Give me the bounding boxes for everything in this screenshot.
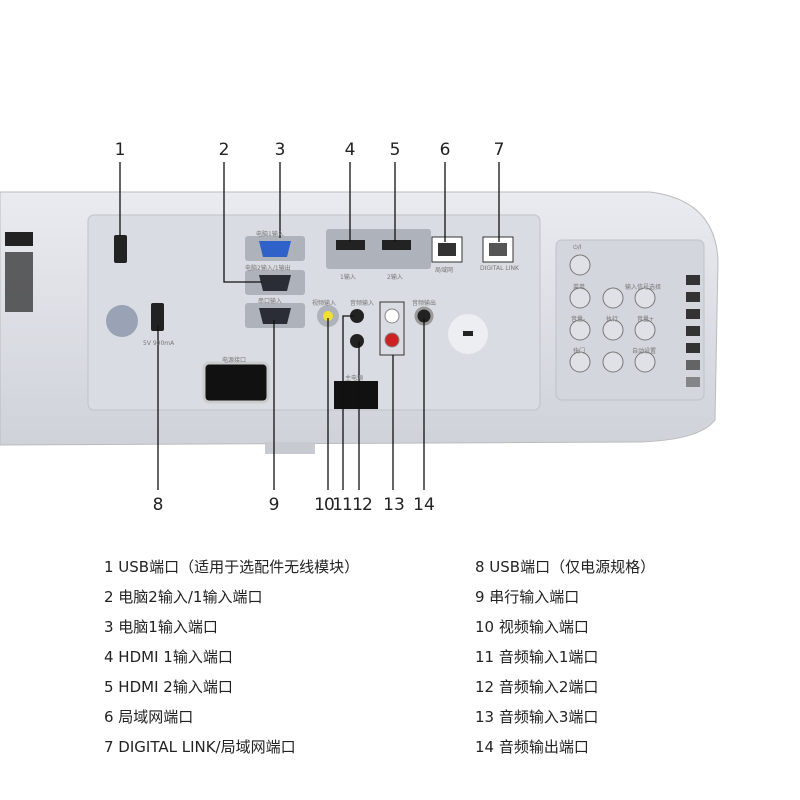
ir-sensor [106, 305, 138, 337]
legend-item: 10 视频输入端口 [475, 618, 589, 636]
callout-7: 7 [493, 140, 505, 160]
callout-11: 11 [332, 495, 353, 515]
legend-item: 3 电脑1输入端口 [104, 618, 218, 636]
callout-10: 10 [314, 495, 335, 515]
label-audio-out: 音频输出 [412, 300, 437, 307]
callout-5: 5 [389, 140, 401, 160]
btn-label-auto-setup: 自动设置 [632, 348, 657, 355]
audio-in-3-white [384, 308, 400, 324]
audio-in-2 [350, 334, 364, 348]
label-audio-in: 音频输入 [350, 300, 375, 307]
legend-item: 1 USB端口（适用于选配件无线模块） [104, 558, 360, 576]
hdmi-2 [382, 240, 411, 250]
legend-item: 6 局域网端口 [104, 708, 194, 726]
vent-left [5, 232, 33, 312]
legend-item: 4 HDMI 1输入端口 [104, 648, 233, 666]
label-lan: 局域网 [435, 267, 454, 274]
callout-6: 6 [439, 140, 451, 160]
vga-computer1 [259, 241, 291, 257]
label-serial: 串口输入 [258, 298, 283, 305]
callout-4: 4 [344, 140, 356, 160]
vent-right [686, 275, 700, 387]
vga-computer2 [259, 275, 291, 291]
callout-13: 13 [383, 495, 405, 515]
serial-port [259, 308, 291, 324]
label-power-inlet: 电源接口 [222, 357, 247, 364]
audio-in-1 [350, 309, 364, 323]
btn-label-enter: 执行 [606, 316, 619, 323]
label-digital-link: DIGITAL LINK [480, 265, 519, 272]
callout-8: 8 [152, 495, 164, 515]
legend-item: 11 音频输入1端口 [475, 648, 599, 666]
legend-item: 9 串行输入端口 [475, 588, 580, 606]
callout-2: 2 [218, 140, 230, 160]
callout-3: 3 [274, 140, 286, 160]
btn-label-input-select: 输入信号选择 [625, 284, 662, 291]
legend-item: 12 音频输入2端口 [475, 678, 599, 696]
callout-9: 9 [268, 495, 280, 515]
callout-12: 12 [352, 495, 373, 515]
legend-item: 14 音频输出端口 [475, 738, 589, 756]
label-computer1: 电脑1输入 [256, 231, 284, 238]
btn-label-vol-up: 音量+ [637, 316, 655, 323]
label-usb-power: 5V 900mA [143, 340, 175, 347]
main-power-switch [334, 381, 378, 409]
audio-in-3-red [384, 332, 400, 348]
btn-label-menu: 菜单 [573, 284, 586, 291]
leader-lines [119, 162, 500, 490]
label-video: 视频输入 [312, 300, 337, 307]
usb-port-8 [151, 303, 164, 331]
power-inlet [202, 361, 270, 404]
btn-label-vol-down: 音量- [571, 316, 586, 323]
legend-item: 13 音频输入3端口 [475, 708, 599, 726]
legend-item: 2 电脑2输入/1输入端口 [104, 588, 263, 606]
usb-port-1 [114, 235, 127, 263]
btn-label-power: ⏻/I [573, 244, 582, 251]
label-hdmi2: 2输入 [387, 274, 403, 281]
callout-14: 14 [413, 495, 435, 515]
control-buttons [569, 254, 656, 373]
callout-1: 1 [114, 140, 126, 160]
legend-item: 5 HDMI 2输入端口 [104, 678, 233, 696]
label-hdmi1: 1输入 [340, 274, 356, 281]
legend-item: 7 DIGITAL LINK/局域网端口 [104, 738, 296, 756]
hdmi-1 [336, 240, 365, 250]
btn-label-shutter: 快门 [573, 348, 586, 355]
label-main-power: 主电源 [345, 375, 364, 382]
label-computer2: 电脑2输入/1输出 [245, 265, 291, 272]
control-panel [555, 239, 705, 401]
legend-item: 8 USB端口（仅电源规格） [475, 558, 656, 576]
